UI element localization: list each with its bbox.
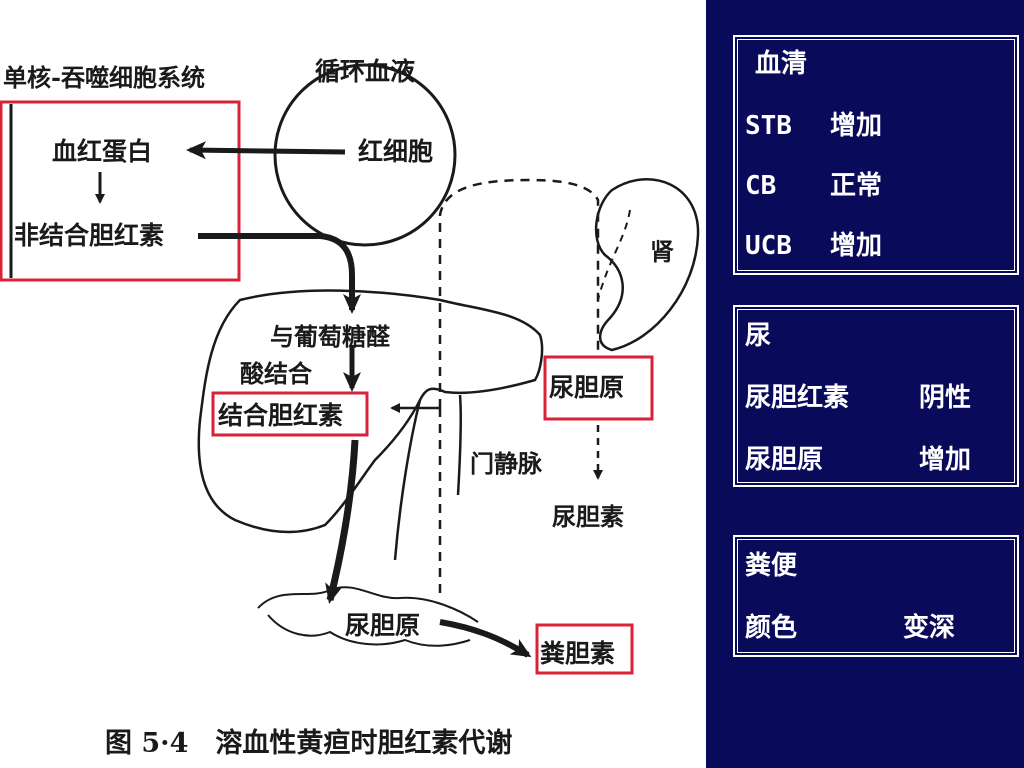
label-rbc: 红细胞	[358, 137, 433, 166]
portal-vein-outline	[393, 394, 463, 561]
label-urobilinogen-gut: 尿胆原	[345, 611, 420, 640]
serum-row-value: 增加	[830, 111, 883, 141]
serum-row-value: 增加	[830, 231, 883, 261]
label-kidney: 肾	[650, 237, 674, 266]
diagram-caption: 图 5·4 溶血性黄疸时胆红素代谢	[105, 727, 512, 759]
stool-title: 粪便	[745, 551, 798, 581]
kidney-shape	[594, 178, 700, 352]
label-glucuronic-2: 酸结合	[240, 359, 313, 388]
arrow-conj-to-gut	[325, 439, 359, 604]
arrow-unconj-to-liver	[198, 233, 361, 314]
stool-row-label: 颜色	[745, 613, 798, 643]
label-portal-vein: 门静脉	[470, 449, 543, 478]
label-urobilin: 尿胆素	[552, 502, 624, 531]
serum-row-label: UCB	[745, 231, 792, 261]
serum-row-label: STB	[745, 111, 792, 141]
stool-box: 粪便 颜色 变深	[733, 535, 1019, 657]
dashed-path-reabsorption	[438, 178, 600, 600]
label-unconj-bilirubin: 非结合胆红素	[14, 221, 164, 250]
serum-box: 血清 STB 增加 CB 正常 UCB 增加	[733, 35, 1019, 275]
serum-row-label: CB	[745, 171, 777, 201]
label-conj-bilirubin: 结合胆红素	[218, 401, 343, 430]
urine-row-value: 增加	[919, 445, 972, 475]
bilirubin-metabolism-diagram: 单核-吞噬细胞系统 循环血液 血红蛋白 红细胞 非结合胆红素 肾 与葡萄糖醛 酸…	[0, 57, 700, 759]
serum-title: 血清	[755, 49, 808, 79]
lab-results-panel: 血清 STB 增加 CB 正常 UCB 增加 尿 尿胆红素 阴性 尿胆原 增加 …	[706, 0, 1024, 768]
arrow-rbc-to-hemoglobin	[186, 141, 346, 160]
label-mono-system: 单核-吞噬细胞系统	[3, 63, 205, 92]
intestine-outline	[257, 586, 479, 647]
circulation-circle	[273, 63, 457, 247]
dashed-kidney-inner	[597, 209, 631, 301]
serum-row-value: 正常	[830, 171, 883, 201]
urobilinogen-kidney-highlight-box	[543, 355, 654, 421]
label-circulation: 循环血液	[315, 57, 415, 86]
urine-row-label: 尿胆红素	[745, 383, 850, 413]
urine-title: 尿	[745, 321, 772, 351]
mps-highlight-box	[0, 100, 241, 282]
label-glucuronic-1: 与葡萄糖醛	[270, 322, 391, 351]
stercobilin-highlight-box	[535, 623, 634, 675]
conj-bilirubin-highlight-box	[211, 391, 369, 437]
arrow-gut-to-stercobilin	[439, 619, 532, 658]
label-stercobilin: 粪胆素	[540, 639, 615, 668]
urine-row-value: 阴性	[919, 383, 972, 413]
stool-row-value: 变深	[903, 613, 956, 643]
label-hemoglobin: 血红蛋白	[52, 137, 152, 166]
urine-row-label: 尿胆原	[745, 445, 824, 475]
label-urobilinogen-kidney: 尿胆原	[549, 373, 624, 402]
urine-box: 尿 尿胆红素 阴性 尿胆原 增加	[733, 305, 1019, 487]
